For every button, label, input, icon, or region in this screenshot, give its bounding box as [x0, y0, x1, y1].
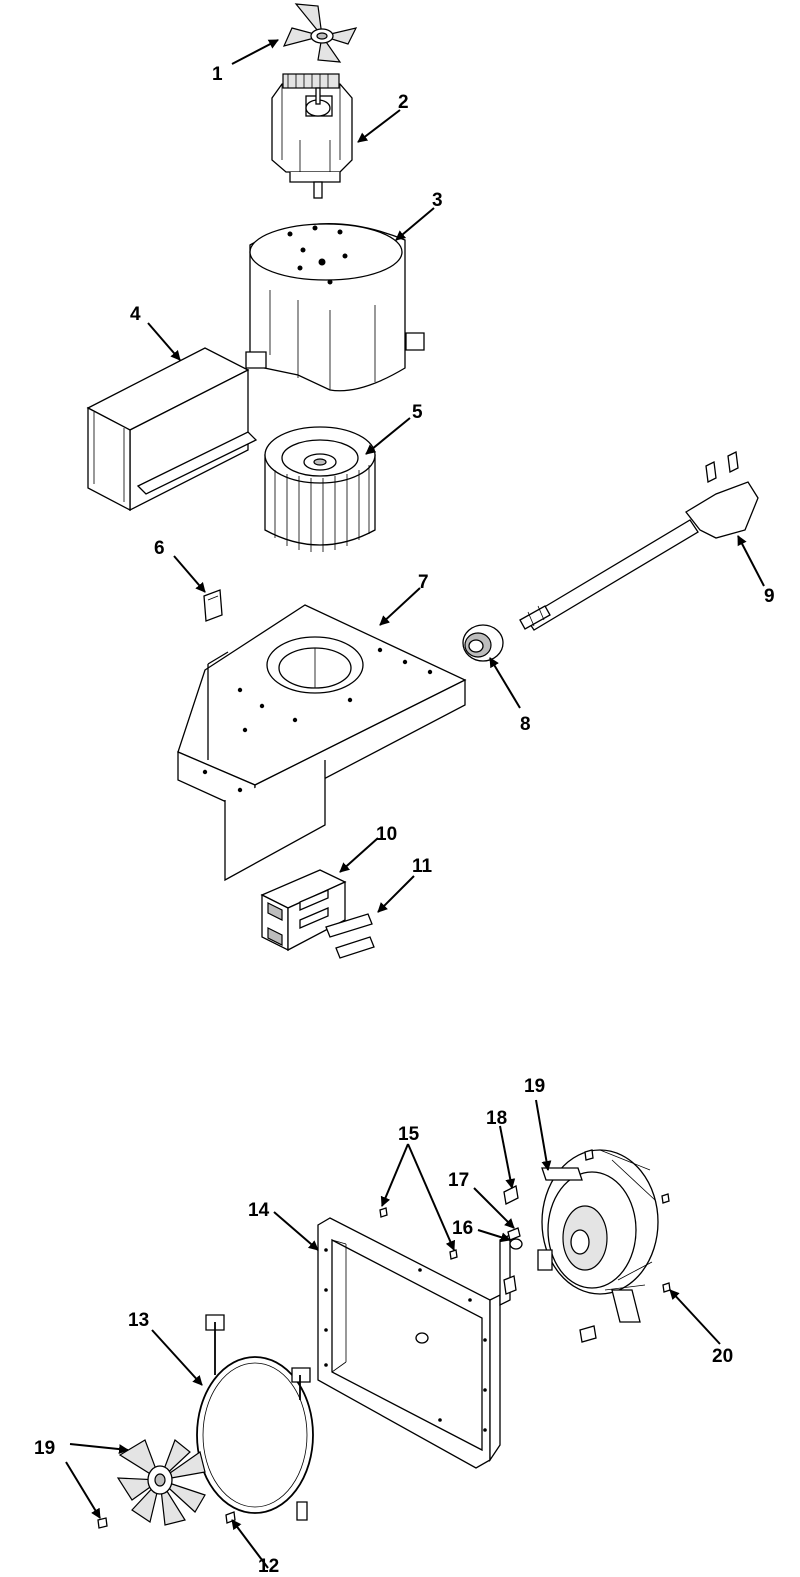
callout-19a: 19: [524, 1076, 545, 1097]
callout-4: 4: [130, 304, 141, 325]
part-1-fan-blade: [282, 3, 358, 63]
part-5-blower-wheel: [264, 426, 376, 552]
part-8-grommet: [462, 624, 504, 662]
callout-18: 18: [486, 1108, 507, 1129]
callout-13: 13: [128, 1310, 149, 1331]
callout-labels: 1 2 3 4 5 6 7 8 9 10 11 12 13 14 15 16 1…: [34, 64, 775, 1577]
callout-6: 6: [154, 538, 165, 559]
part-9-power-cord: [519, 451, 759, 631]
part-16-17-18-thermostat-parts: [503, 1185, 523, 1295]
part-19-convection-motor: [537, 1149, 671, 1343]
part-7-base-plate: [177, 604, 467, 882]
callout-2: 2: [398, 92, 409, 113]
callout-17: 17: [448, 1170, 469, 1191]
part-19-convection-fan: [116, 1439, 206, 1526]
part-11-fuses: [325, 913, 375, 959]
callout-15: 15: [398, 1124, 420, 1145]
part-2-motor: [271, 73, 353, 199]
callout-16: 16: [452, 1218, 473, 1239]
callout-11: 11: [412, 856, 433, 877]
callout-5: 5: [412, 402, 423, 423]
part-15-screws: [379, 1207, 458, 1260]
part-14-back-panel: [317, 1217, 511, 1469]
callout-20: 20: [712, 1346, 733, 1367]
part-6-filter: [203, 589, 223, 622]
callout-7: 7: [418, 572, 429, 593]
callout-14: 14: [248, 1200, 270, 1221]
part-4-duct: [86, 347, 258, 512]
leader-arrows: [65, 39, 765, 1569]
fan-nut: [97, 1517, 108, 1529]
callout-12: 12: [258, 1556, 279, 1577]
part-10-terminal-block: [260, 869, 347, 952]
callout-19b: 19: [34, 1438, 55, 1459]
callout-1: 1: [212, 64, 223, 85]
part-13-heating-element: [196, 1314, 314, 1521]
callout-10: 10: [376, 824, 397, 845]
callout-3: 3: [432, 190, 443, 211]
callout-8: 8: [520, 714, 531, 735]
callout-9: 9: [764, 586, 775, 607]
part-3-blower-housing: [245, 223, 425, 392]
